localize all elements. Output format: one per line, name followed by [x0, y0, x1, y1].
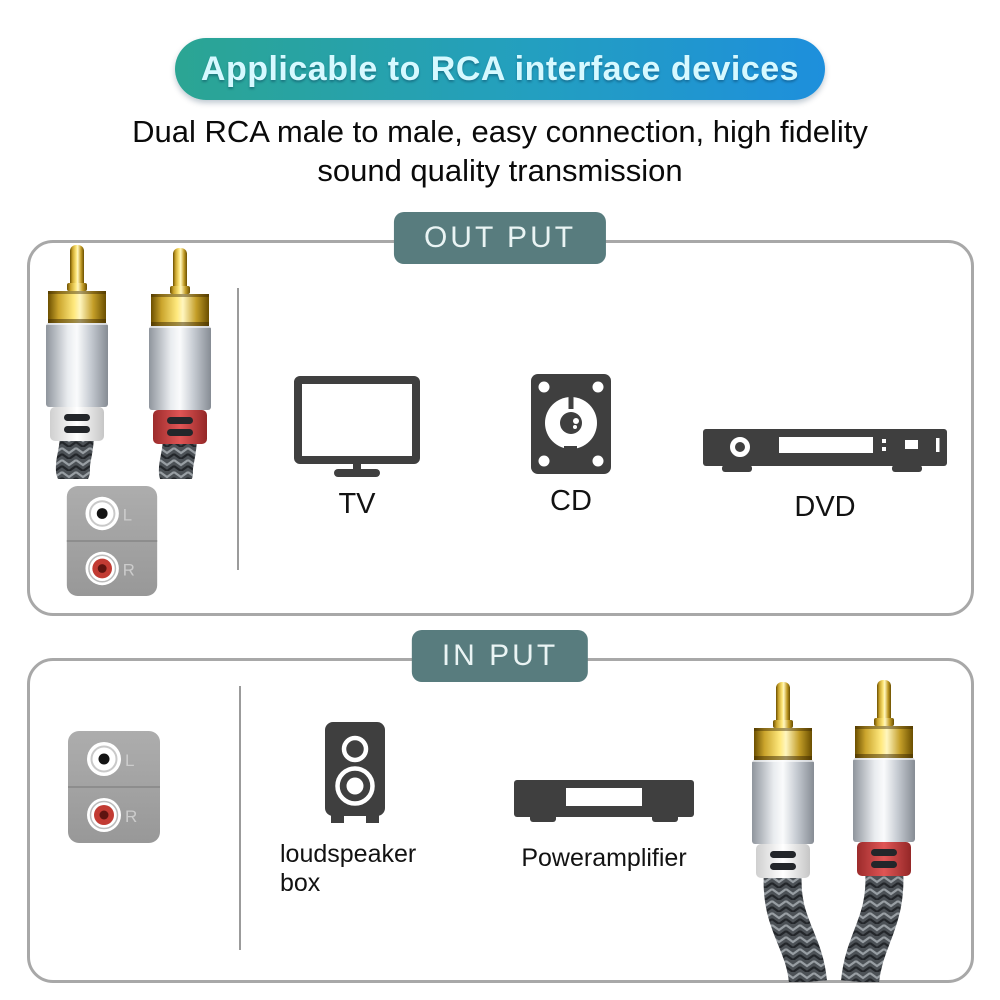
jack-left-label: L: [125, 751, 134, 770]
rca-plugs-photo-input: [752, 680, 915, 982]
subtitle: Dual RCA male to male, easy connection, …: [0, 112, 1000, 190]
input-section-box: [27, 658, 974, 983]
jack-left: [87, 742, 121, 776]
loudspeaker-icon: [325, 722, 385, 823]
amplifier-label: Poweramplifier: [521, 844, 687, 872]
dvd-label: DVD: [794, 491, 856, 523]
tv-label: TV: [338, 488, 376, 520]
rca-plug-red: [853, 680, 915, 876]
input-section-label: IN PUT: [411, 630, 589, 682]
device-cd: CD: [531, 374, 611, 518]
jack-panel-input: L R: [68, 731, 160, 843]
amplifier-icon: [514, 780, 694, 822]
input-divider: [239, 686, 241, 950]
jack-left: [85, 496, 119, 531]
jack-left-label: L: [123, 505, 132, 524]
loudspeaker-label: loudspeaker box: [280, 840, 417, 897]
rca-plugs-photo-output: [46, 245, 211, 479]
jack-right: [87, 798, 121, 832]
device-tv: TV: [294, 376, 420, 521]
device-dvd: DVD: [700, 426, 950, 524]
tv-icon: [294, 376, 420, 477]
dvd-icon: [703, 429, 947, 472]
rca-plug-red: [149, 248, 211, 444]
rca-plug-white: [46, 245, 108, 441]
banner-text: Applicable to RCA interface devices: [200, 49, 800, 88]
banner-pill: Applicable to RCA interface devices: [175, 38, 825, 100]
subtitle-line-2: sound quality transmission: [317, 153, 683, 188]
jack-right: [85, 551, 119, 586]
jack-right-label: R: [123, 560, 135, 579]
subtitle-line-1: Dual RCA male to male, easy connection, …: [132, 114, 868, 149]
jack-panel-output: L R: [66, 486, 158, 596]
output-section-label: OUT PUT: [393, 212, 607, 264]
output-divider: [237, 288, 239, 570]
cd-label: CD: [550, 485, 592, 517]
jack-right-label: R: [125, 807, 137, 826]
rca-plug-white: [752, 682, 814, 878]
device-loudspeaker: loudspeaker box: [280, 722, 430, 898]
cd-icon: [531, 374, 611, 474]
device-amplifier: Poweramplifier: [514, 780, 694, 873]
